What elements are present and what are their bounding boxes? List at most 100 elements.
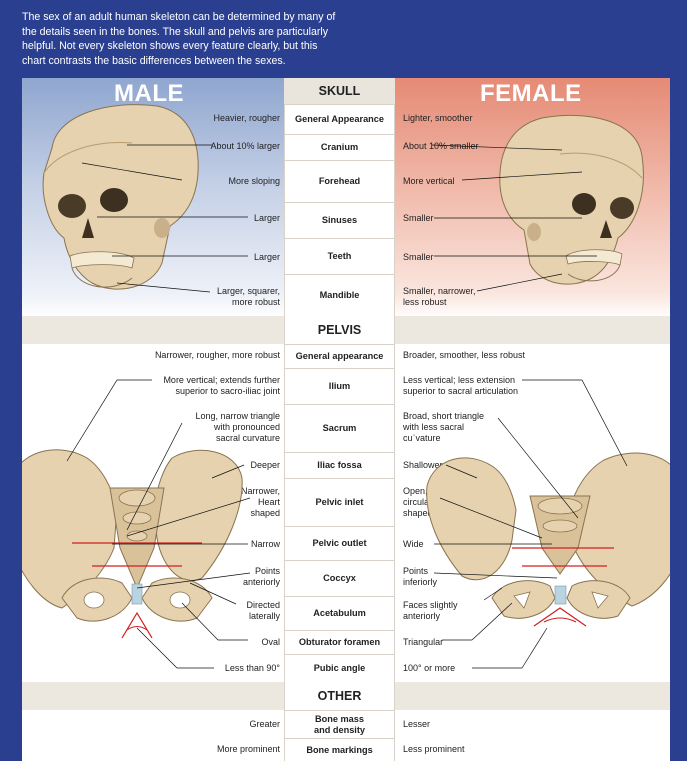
feature-general-appearance-skull: General Appearance — [284, 104, 395, 134]
text-line: Larger, squarer, — [216, 286, 280, 296]
male-heading: MALE — [114, 80, 184, 107]
text-line: Less vertical; less extension — [403, 375, 516, 385]
female-leader-lines — [431, 144, 628, 669]
male-coccyx: Points anteriorly — [243, 566, 280, 588]
feature-mandible: Mandible — [284, 274, 395, 316]
female-sacrum: Broad, short triangle with less sacral c… — [403, 411, 484, 444]
feature-iliac-fossa: Iliac fossa — [284, 452, 395, 478]
comparison-panel: SKULL PELVIS OTHER MALE FEMALE General A… — [22, 78, 670, 761]
feature-coccyx: Coccyx — [284, 560, 395, 596]
intro-line: helpful. Not every skeleton shows every … — [22, 40, 318, 53]
text-line: Directed — [246, 600, 280, 610]
male-obturator-foramen: Oval — [261, 637, 280, 647]
male-mandible: Larger, squarer, more robust — [217, 286, 280, 308]
feature-sinuses: Sinuses — [284, 202, 395, 238]
text-line: Bone mass — [314, 713, 365, 724]
anatomy-illustrations — [22, 104, 670, 669]
text-line: less robust — [403, 297, 447, 307]
female-teeth: Smaller — [403, 252, 434, 262]
male-acetabulum: Directed laterally — [246, 600, 280, 622]
male-bone-mass: Greater — [249, 719, 280, 729]
female-general-appearance-pelvis: Broader, smoother, less robust — [403, 350, 526, 360]
female-ilium: Less vertical; less extension superior t… — [403, 375, 518, 397]
text-line: Broad, short triangle — [403, 411, 485, 421]
text-line: shaped — [403, 508, 433, 518]
feature-pelvic-inlet: Pelvic inlet — [284, 478, 395, 526]
female-pelvic-outlet: Wide — [403, 539, 424, 549]
section-pelvis: PELVIS — [317, 323, 362, 337]
text-line: laterally — [248, 611, 280, 621]
text-line: Points — [254, 566, 280, 576]
text-line: more robust — [231, 297, 280, 307]
text-line: cuʾvature — [403, 433, 441, 443]
text-line: More vertical; extends further — [163, 375, 280, 385]
text-line: superior to sacral articulation — [403, 386, 519, 396]
section-other: OTHER — [317, 689, 362, 703]
female-general-appearance-skull: Lighter, smoother — [403, 113, 473, 123]
feature-forehead: Forehead — [284, 160, 395, 202]
text-line: sacral curvature — [215, 433, 280, 443]
text-line: superior to sacro-iliac joint — [175, 386, 280, 396]
male-sinuses: Larger — [253, 213, 280, 223]
male-teeth: Larger — [253, 252, 280, 262]
female-obturator-foramen: Triangular — [403, 637, 444, 647]
male-pelvic-outlet: Narrow — [250, 539, 280, 549]
female-acetabulum: Faces slightly anteriorly — [403, 600, 458, 622]
feature-teeth: Teeth — [284, 238, 395, 274]
feature-obturator-foramen: Obturator foramen — [284, 630, 395, 654]
feature-ilium: Ilium — [284, 368, 395, 404]
male-iliac-fossa: Deeper — [250, 460, 280, 470]
male-pubic-angle: Less than 90° — [224, 663, 280, 673]
feature-acetabulum: Acetabulum — [284, 596, 395, 630]
text-line: Points — [403, 566, 429, 576]
female-sinuses: Smaller — [403, 213, 434, 223]
text-line: circular — [403, 497, 433, 507]
male-cranium: About 10% larger — [210, 141, 280, 151]
female-heading: FEMALE — [480, 80, 582, 107]
intro-text: The sex of an adult human skeleton can b… — [22, 10, 372, 68]
text-line: Open, — [403, 486, 428, 496]
text-line: with pronounced — [213, 422, 280, 432]
female-bone-mass: Lesser — [403, 719, 431, 729]
female-pelvic-inlet: Open, circular shaped — [403, 486, 433, 519]
text-line: and density — [313, 724, 366, 735]
feature-column — [284, 78, 395, 761]
text-line: Faces slightly — [403, 600, 458, 610]
text-line: anteriorly — [403, 611, 441, 621]
text-line: inferiorly — [403, 577, 438, 587]
female-coccyx: Points inferiorly — [403, 566, 437, 588]
female-cranium: About 10% smaller — [403, 141, 479, 151]
section-skull: SKULL — [284, 78, 395, 104]
feature-cranium: Cranium — [284, 134, 395, 160]
male-general-appearance-skull: Heavier, rougher — [213, 113, 280, 123]
text-line: with less sacral — [403, 422, 465, 432]
male-pelvic-inlet: Narrower, Heart shaped — [241, 486, 280, 519]
feature-sacrum: Sacrum — [284, 404, 395, 452]
male-sacrum: Long, narrow triangle with pronounced sa… — [195, 411, 280, 444]
feature-pubic-angle: Pubic angle — [284, 654, 395, 682]
feature-pelvic-outlet: Pelvic outlet — [284, 526, 395, 560]
text-line: Smaller, narrower, — [403, 286, 476, 296]
feature-bone-mass: Bone mass and density — [284, 710, 395, 738]
female-forehead: More vertical — [403, 176, 455, 186]
text-line: anteriorly — [242, 577, 280, 587]
text-line: Long, narrow triangle — [195, 411, 280, 421]
female-iliac-fossa: Shallower — [403, 460, 443, 470]
female-pelvis-illustration — [426, 452, 670, 627]
feature-general-appearance-pelvis: General appearance — [284, 344, 395, 368]
intro-line: The sex of an adult human skeleton can b… — [22, 11, 336, 23]
text-line: shaped — [250, 508, 280, 518]
intro-line: chart contrasts the basic differences be… — [22, 54, 286, 67]
text-line: Heart — [257, 497, 280, 507]
female-skull-illustration — [499, 115, 644, 285]
male-bone-markings: More prominent — [216, 744, 280, 754]
female-mandible: Smaller, narrower, less robust — [403, 286, 476, 308]
male-pelvis-illustration — [22, 449, 243, 639]
male-forehead: More sloping — [228, 176, 280, 186]
male-general-appearance-pelvis: Narrower, rougher, more robust — [154, 350, 280, 360]
text-line: Narrower, — [240, 486, 280, 496]
male-leader-lines — [66, 144, 251, 669]
feature-bone-markings: Bone markings — [284, 738, 395, 761]
female-pubic-angle: 100° or more — [403, 663, 456, 673]
